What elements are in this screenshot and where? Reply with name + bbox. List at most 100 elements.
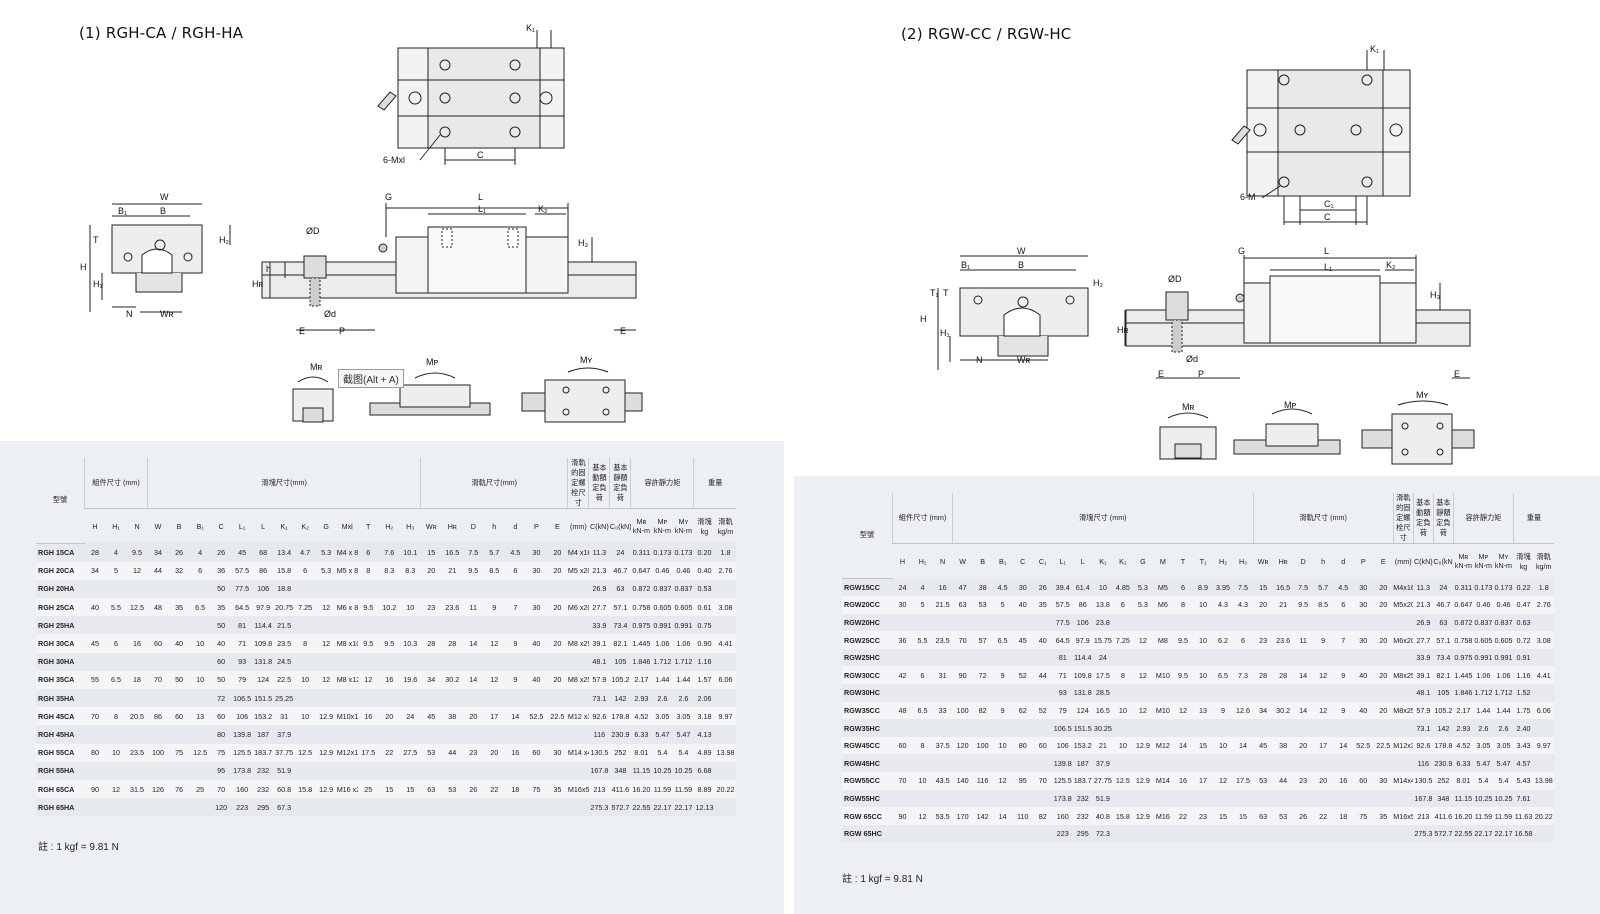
table-cell — [525, 798, 547, 817]
table-cell: 30 — [546, 743, 568, 762]
left-dimension-labels: K₁ 6-Mxl C W B₁ B T H₂ H H₁ N Wʀ G L L₁ … — [80, 23, 626, 372]
table-cell: 2.17 — [1453, 701, 1474, 720]
table-cell — [1112, 824, 1133, 843]
left-n-label: N — [126, 309, 133, 319]
table-cell — [462, 616, 484, 635]
table-cell — [1213, 613, 1234, 632]
table-cell: 11.59 — [651, 779, 673, 799]
table-cell — [1333, 824, 1354, 843]
left-spec-table: 型號組件尺寸 (mm)滑塊尺寸(mm)滑軌尺寸(mm)滑軌的固定螺栓尺寸基本動額… — [36, 458, 736, 817]
table-cell: 0.872 — [630, 579, 652, 599]
table-cell: 116 — [972, 772, 993, 790]
table-cell: 6.06 — [714, 670, 736, 689]
table-cell: 110 — [1012, 807, 1033, 825]
left-technical-drawing: K₁ 6-Mxl C W B₁ B T H₂ H H₁ N Wʀ G L L₁ … — [80, 23, 643, 423]
table-cell: 64.5 — [231, 598, 253, 617]
table-cell: M5 x20 — [567, 561, 589, 580]
table-cell: 0.991 — [1473, 648, 1494, 667]
table-cell — [714, 689, 736, 708]
table-cell — [441, 579, 463, 599]
table-cell — [420, 689, 442, 708]
table-cell: 37.9 — [273, 725, 295, 744]
left-column-header: h — [492, 521, 497, 531]
table-cell — [1112, 789, 1133, 808]
table-cell — [912, 789, 933, 808]
left-my-label: Mʏ — [580, 355, 592, 365]
table-cell: M12x35 — [1393, 736, 1414, 755]
table-cell: 17 — [1192, 772, 1213, 790]
table-cell — [932, 613, 953, 632]
table-cell: 4.3 — [1233, 596, 1254, 614]
table-cell: 33 — [932, 701, 953, 720]
table-cell: 51.9 — [273, 761, 295, 780]
table-cell: 25 — [357, 779, 379, 799]
table-cell: 72.3 — [1092, 824, 1113, 843]
table-cell: 178.8 — [609, 707, 631, 726]
right-column-header: H₁ — [918, 556, 927, 566]
table-cell: 44 — [1273, 772, 1294, 790]
table-cell: 4 — [912, 578, 933, 597]
table-cell — [105, 725, 127, 744]
table-cell: 53 — [441, 779, 463, 799]
table-cell: 12.9 — [315, 779, 337, 799]
table-cell: 12 — [315, 670, 337, 689]
table-cell — [105, 689, 127, 708]
table-cell: 26 — [168, 543, 190, 562]
table-cell: M16x50 — [567, 779, 589, 799]
table-cell — [912, 648, 933, 667]
table-cell: 10 — [1112, 736, 1133, 755]
table-cell: 8 — [912, 736, 933, 755]
table-cell — [1373, 824, 1394, 843]
table-cell: 70 — [1032, 772, 1053, 790]
table-cell — [378, 652, 400, 671]
table-cell — [399, 761, 421, 780]
table-cell — [567, 652, 589, 671]
table-cell — [952, 648, 973, 667]
table-cell — [1012, 824, 1033, 843]
table-cell: 5.5 — [912, 631, 933, 649]
left-od-small-label: Ød — [324, 309, 336, 319]
table-cell — [504, 616, 526, 635]
table-cell: 1.06 — [1493, 666, 1514, 685]
table-cell — [1393, 648, 1414, 667]
table-cell: 0.605 — [672, 598, 694, 617]
table-cell — [84, 761, 106, 780]
table-cell — [336, 798, 358, 817]
table-cell: 82 — [972, 701, 993, 720]
table-cell: 12 — [357, 670, 379, 689]
right-hr-label: Hʀ — [1117, 325, 1128, 335]
left-group-header: 基本動額定負荷 — [588, 458, 610, 509]
left-t-label: T — [93, 235, 99, 245]
table-cell: 17.5 — [1233, 772, 1254, 790]
left-od-label: ØD — [306, 226, 320, 236]
table-cell — [1192, 613, 1213, 632]
table-cell: 7.3 — [1233, 666, 1254, 685]
table-cell: 8.01 — [630, 743, 652, 762]
left-column-header: C(kN) — [590, 521, 609, 531]
table-cell — [147, 798, 169, 817]
table-cell — [441, 616, 463, 635]
table-cell: 40 — [525, 670, 547, 689]
right-b-label: B — [1018, 260, 1024, 270]
table-cell: 4.41 — [1533, 666, 1554, 685]
table-cell — [1313, 719, 1334, 737]
table-cell: 5.3 — [1132, 596, 1153, 614]
table-cell — [189, 761, 211, 780]
table-cell: 14 — [1293, 701, 1314, 720]
table-cell: 20 — [546, 543, 568, 562]
table-cell: 57.1 — [609, 598, 631, 617]
table-cell: 6.5 — [1213, 666, 1234, 685]
table-cell — [441, 725, 463, 744]
left-group-header: 組件尺寸 (mm) — [83, 458, 148, 509]
table-cell: M6 — [1152, 596, 1173, 614]
table-cell: 106.5 — [1052, 719, 1073, 737]
table-cell — [1333, 613, 1354, 632]
table-cell: 75 — [1353, 807, 1374, 825]
table-cell: 170 — [952, 807, 973, 825]
left-column-header: K₂ — [301, 521, 309, 531]
model-cell: RGW35HC — [842, 719, 893, 737]
table-cell — [567, 689, 589, 708]
